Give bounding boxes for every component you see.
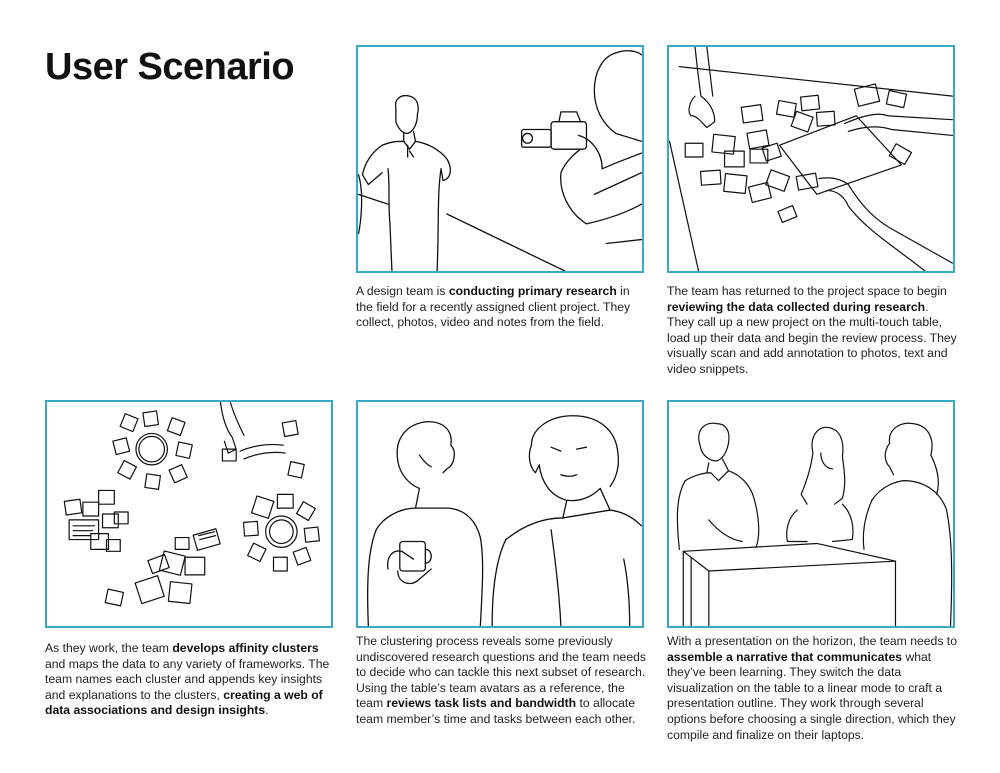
caption-emphasis: conducting primary research (448, 284, 617, 298)
illustration-field-research (356, 45, 644, 273)
caption-text: and maps the data to any variety of fram… (45, 656, 330, 702)
caption-field-research: A design team is conducting primary rese… (356, 284, 646, 331)
caption-text: The clustering process reveals some prev… (356, 634, 646, 711)
caption-text: what they’ve been learning. They switch … (667, 649, 956, 742)
caption-text: . (265, 703, 269, 718)
caption-emphasis: creating a web of data associations and … (45, 687, 323, 718)
caption-review-data: The team has returned to the project spa… (667, 284, 957, 378)
caption-text: The team has returned to the project spa… (667, 284, 947, 298)
caption-text: With a presentation on the horizon, the … (667, 634, 957, 648)
caption-emphasis: reviewing the data collected during rese… (667, 299, 926, 314)
caption-task-allocation: The clustering process reveals some prev… (356, 634, 646, 728)
caption-text: in the field for a recently assigned cli… (356, 284, 631, 330)
caption-text: As they work, the team (45, 641, 173, 655)
page-title: User Scenario (45, 46, 295, 88)
caption-text: . They call up a new project on the mult… (667, 299, 957, 376)
caption-narrative: With a presentation on the horizon, the … (667, 634, 957, 743)
illustration-team-discussion (356, 400, 644, 628)
caption-affinity-clusters: As they work, the team develops affinity… (45, 641, 335, 719)
caption-emphasis: develops affinity clusters (172, 641, 319, 655)
illustration-team-at-table (667, 400, 955, 628)
illustration-affinity-clusters (45, 400, 333, 628)
caption-text: A design team is (356, 284, 449, 298)
caption-emphasis: reviews task lists and bandwidth (386, 696, 577, 711)
caption-text: to allocate team member’s time and tasks… (356, 696, 636, 726)
caption-emphasis: assemble a narrative that communicates (667, 649, 903, 664)
illustration-multitouch-table (667, 45, 955, 273)
